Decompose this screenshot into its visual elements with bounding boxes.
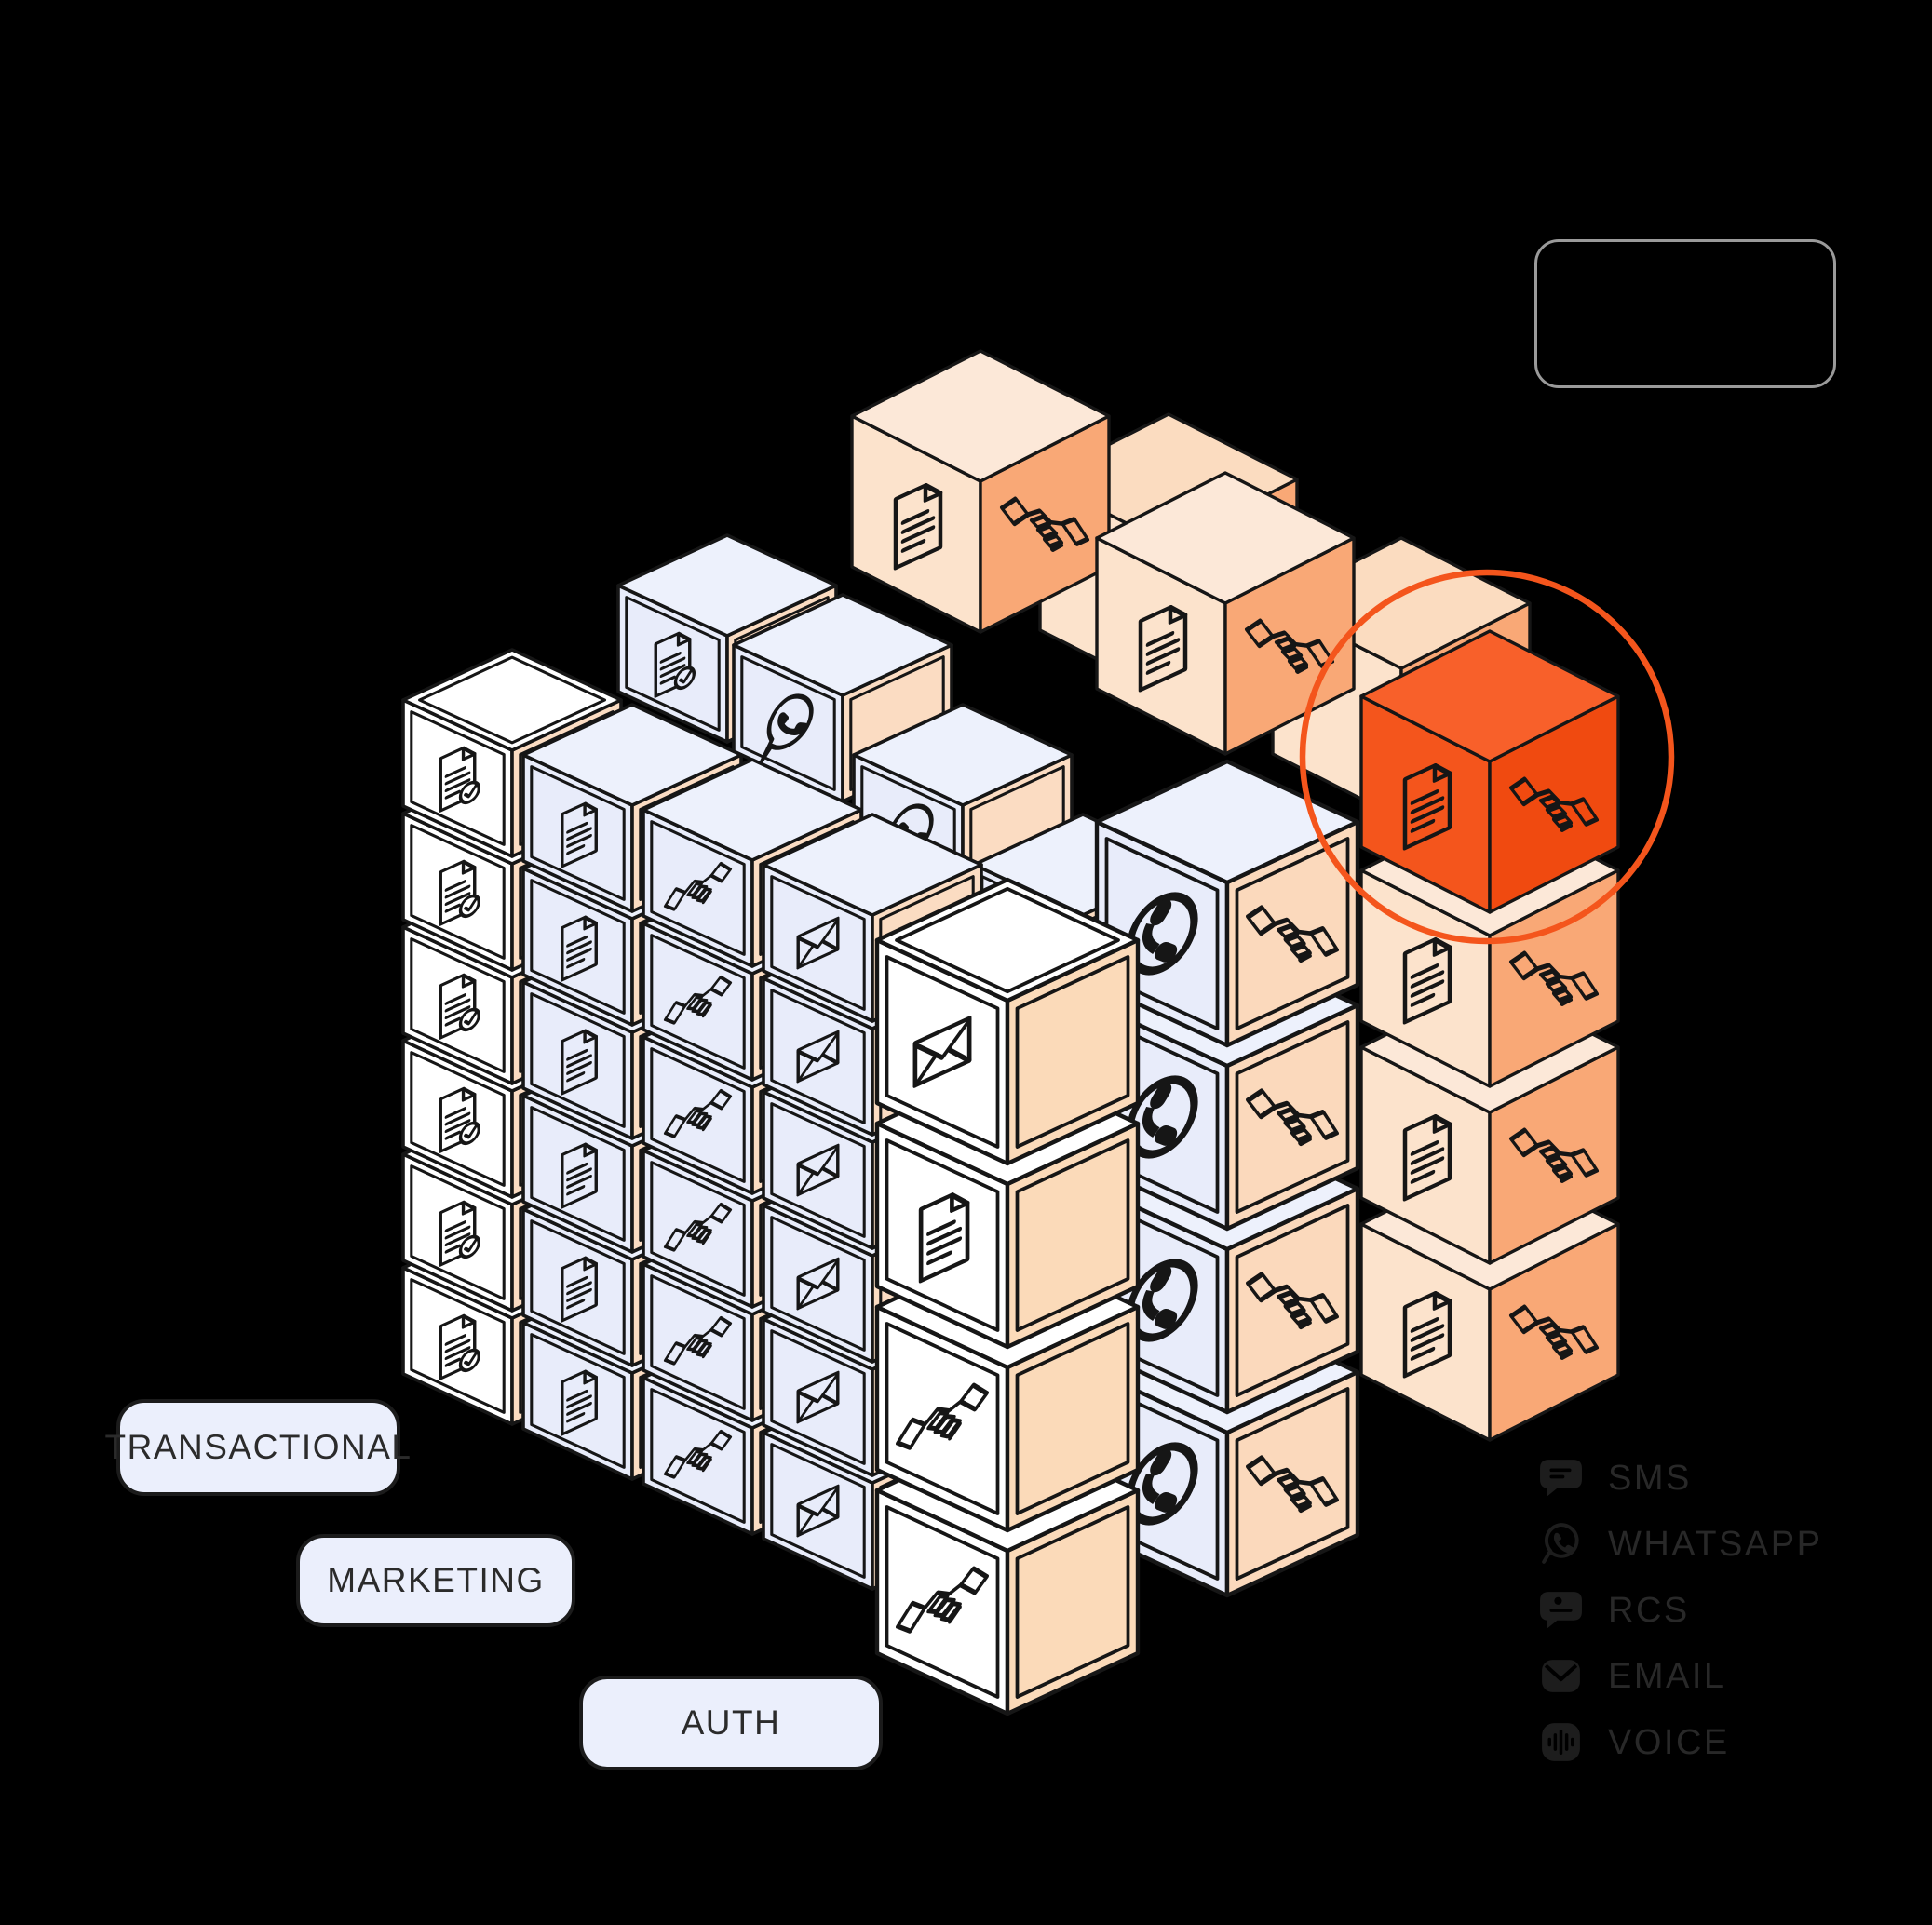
legend-item-rcs: RCS bbox=[1538, 1585, 1690, 1634]
rcs-icon bbox=[1538, 1587, 1584, 1633]
column-front-white-cube-1 bbox=[874, 877, 1141, 1166]
voice-icon bbox=[1538, 1719, 1584, 1765]
legend-item-whatsapp: WHATSAPP bbox=[1538, 1519, 1822, 1568]
legend-label: EMAIL bbox=[1608, 1657, 1726, 1696]
row-label-text: AUTH bbox=[681, 1703, 781, 1742]
email-icon bbox=[1538, 1653, 1584, 1699]
column-front-white-cube-3 bbox=[874, 1244, 1141, 1533]
highlighted-cube bbox=[1359, 629, 1620, 914]
column-front-white bbox=[874, 877, 1141, 1716]
legend-label: SMS bbox=[1608, 1459, 1692, 1498]
legend-item-sms: SMS bbox=[1538, 1453, 1692, 1501]
legend-label: VOICE bbox=[1608, 1723, 1730, 1762]
row-label-auth: AUTH bbox=[579, 1676, 883, 1770]
highlight-circle bbox=[1299, 569, 1675, 945]
floating-cube-1-cube-1 bbox=[850, 349, 1111, 634]
logo-placeholder-box bbox=[1534, 239, 1836, 388]
whatsapp-icon bbox=[1538, 1521, 1584, 1567]
column-right-peach bbox=[1359, 803, 1620, 1442]
floating-cube-1 bbox=[850, 349, 1111, 634]
row-label-text: TRANSACTIONAL bbox=[104, 1428, 412, 1466]
floating-cube-2 bbox=[1095, 471, 1356, 756]
floating-cube-2-cube-1 bbox=[1095, 471, 1356, 756]
row-label-transactional: TRANSACTIONAL bbox=[105, 1399, 411, 1496]
legend-label: RCS bbox=[1608, 1591, 1690, 1630]
legend-label: WHATSAPP bbox=[1608, 1525, 1823, 1564]
sms-icon bbox=[1538, 1455, 1584, 1501]
row-label-text: MARKETING bbox=[327, 1561, 545, 1599]
legend-item-voice: VOICE bbox=[1538, 1717, 1730, 1766]
legend-item-email: EMAIL bbox=[1538, 1651, 1726, 1700]
row-label-marketing: MARKETING bbox=[296, 1534, 575, 1627]
highlighted-cube-cube-1 bbox=[1359, 629, 1620, 914]
